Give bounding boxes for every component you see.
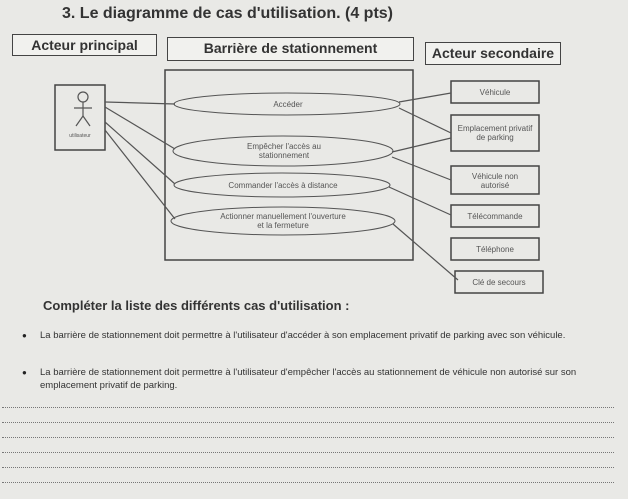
section-subtitle: Compléter la liste des différents cas d'… [43,298,350,313]
secondary-actor-telephone: Téléphone [476,245,514,254]
answer-line [2,407,614,408]
answer-line [2,437,614,438]
association-lines [104,92,459,281]
answer-line [2,467,614,468]
use-case-ellipse-4 [170,206,396,236]
bullet-marker-1: ● [22,331,27,340]
use-case-4: Actionner manuellement l'ouverture et la… [220,212,346,230]
bullet-marker-2: ● [22,368,27,377]
header-primary-actor: Acteur principal [12,34,157,56]
use-case-ellipse-2 [172,135,394,167]
actor-label: utilisateur [69,133,91,139]
answer-line [2,482,614,483]
answer-line [2,422,614,423]
system-boundary [164,69,414,261]
use-case-ellipse-3 [173,172,391,198]
use-case-1: Accéder [273,100,303,109]
secondary-actor-vehicule-non-autorise: Véhicule non autorisé [471,172,519,190]
exercise-title: 3. Le diagramme de cas d'utilisation. (4… [62,5,393,22]
secondary-actor-emplacement: Emplacement privatif de parking [457,124,533,142]
header-secondary-actor: Acteur secondaire [425,42,561,65]
stick-figure-icon [74,91,92,127]
use-case-2: Empêcher l'accès au stationnement [246,142,321,160]
answer-line [2,452,614,453]
secondary-actor-cle-de-secours: Clé de secours [472,278,526,287]
bullet-item-1: La barrière de stationnement doit permet… [40,330,566,341]
secondary-actor-telecommande: Télécommande [467,212,523,221]
bullet-item-2: La barrière de stationnement doit permet… [40,367,577,391]
actor-box [54,84,106,151]
secondary-actor-vehicule: Véhicule [479,88,511,97]
header-system: Barrière de stationnement [167,37,414,61]
use-case-3: Commander l'accès à distance [228,181,338,190]
